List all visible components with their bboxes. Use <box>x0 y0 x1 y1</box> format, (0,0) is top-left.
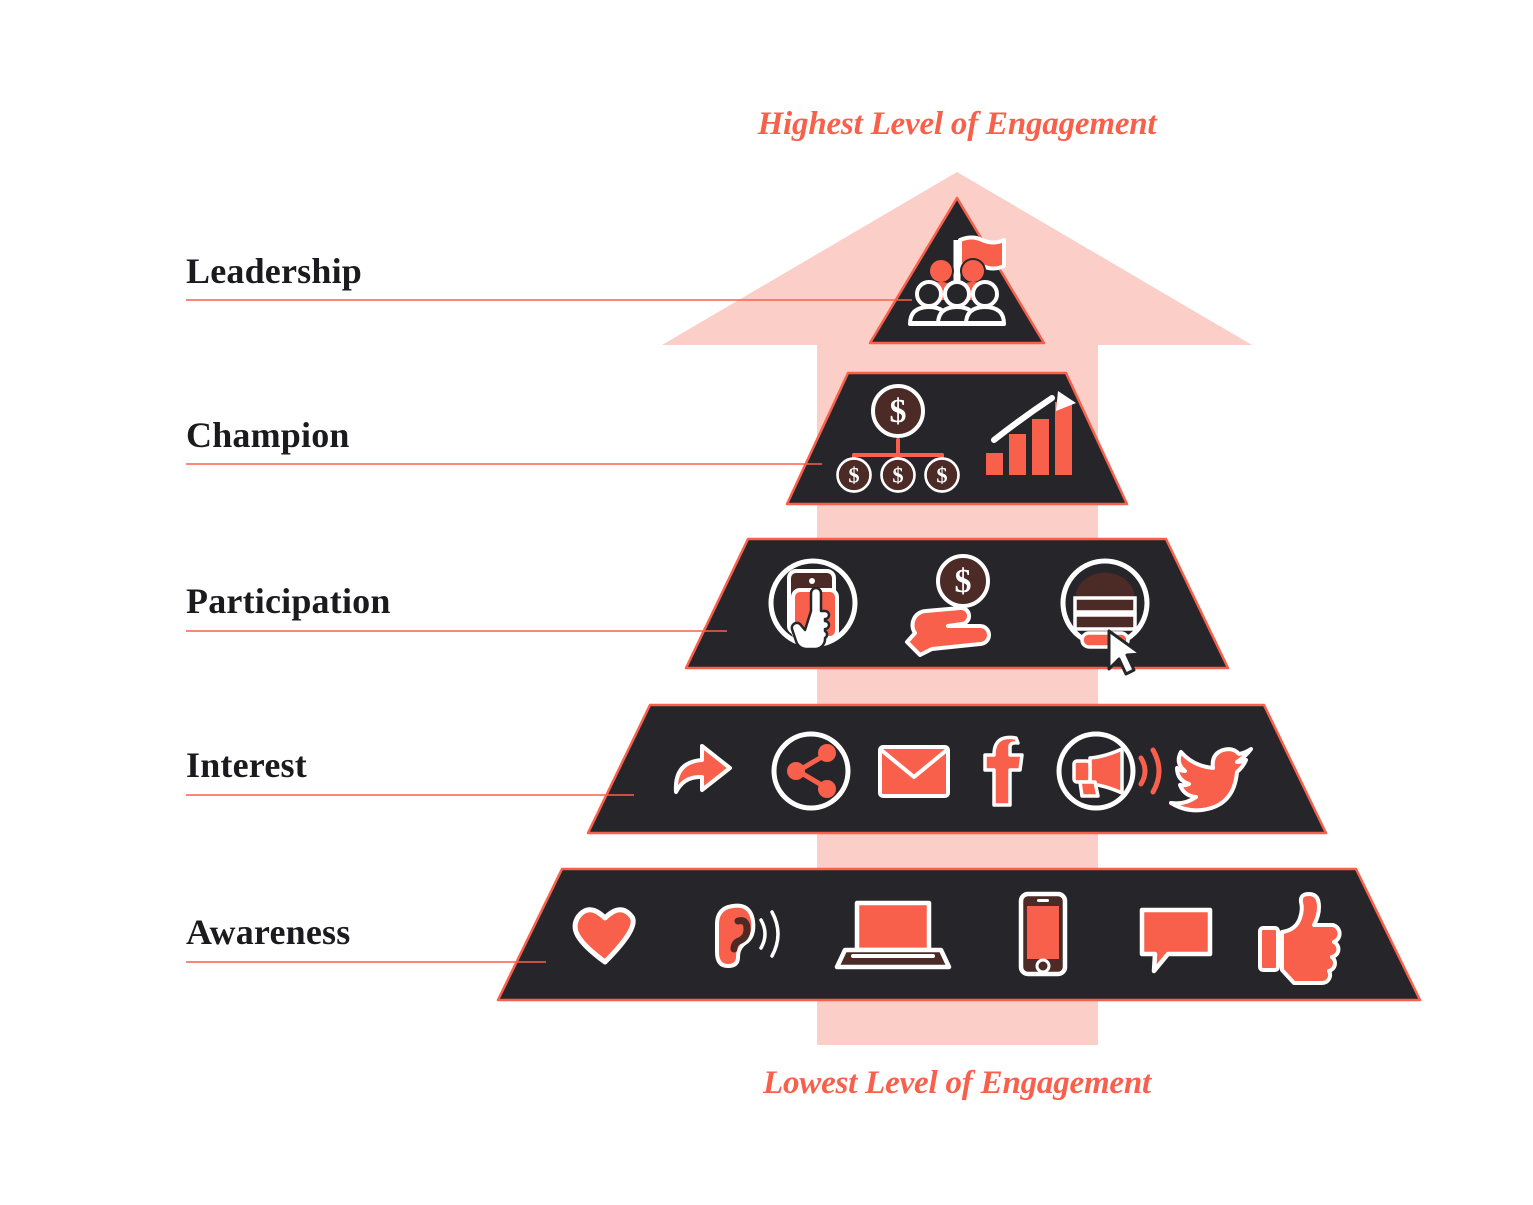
share-icon <box>771 731 851 811</box>
connector-lines <box>186 299 912 963</box>
team-flag-icon <box>908 235 1006 326</box>
tier-label-participation: Participation <box>186 581 391 621</box>
megaphone-icon <box>1056 731 1162 811</box>
tier-awareness[interactable] <box>496 867 1422 1002</box>
thumbs-up-icon <box>1258 892 1342 986</box>
forward-arrow-icon <box>673 744 732 794</box>
bottom-caption: Lowest Level of Engagement <box>762 1065 1152 1101</box>
hand-donation-icon <box>905 554 991 657</box>
laptop-icon <box>834 900 952 970</box>
mobile-tap-icon <box>768 558 858 651</box>
envelope-icon <box>878 745 950 798</box>
tier-label-leadership: Leadership <box>186 251 362 291</box>
tier-interest[interactable] <box>586 703 1328 835</box>
facebook-icon <box>983 735 1024 807</box>
tier-label-champion: Champion <box>186 415 350 455</box>
tier-champion[interactable] <box>785 371 1129 506</box>
speech-bubble-icon <box>1139 907 1213 974</box>
signup-form-icon <box>1060 558 1150 676</box>
heart-icon <box>572 907 636 965</box>
ear-listening-icon <box>715 903 780 968</box>
smartphone-icon <box>1018 891 1068 977</box>
growth-bar-chart-icon <box>986 391 1076 475</box>
tier-label-interest: Interest <box>186 745 307 785</box>
dollar-hierarchy-icon <box>836 384 960 493</box>
tier-leadership[interactable] <box>868 196 1046 345</box>
twitter-icon <box>1169 747 1253 813</box>
top-caption: Highest Level of Engagement <box>757 106 1158 142</box>
tier-participation[interactable] <box>684 537 1230 676</box>
tier-label-awareness: Awareness <box>186 912 350 952</box>
